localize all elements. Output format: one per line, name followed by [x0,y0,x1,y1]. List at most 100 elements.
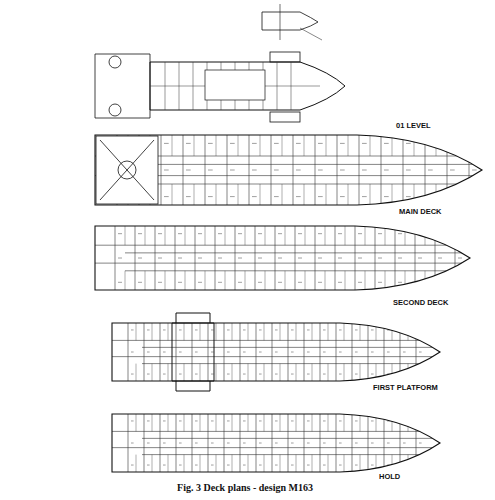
deck-plan [95,135,482,205]
fine-lettering-mark [147,352,150,353]
fine-lettering-mark [195,443,198,444]
fine-lettering-mark [358,233,362,234]
compartment-line [408,414,409,431]
fine-lettering-mark [163,374,166,375]
compartment-line [445,271,446,290]
compartment-line [232,455,233,472]
compartment-line [165,226,166,245]
bulkhead-line [192,323,193,381]
fine-lettering-mark [275,329,278,330]
compartment-line [125,271,126,290]
fine-lettering-mark [307,443,310,444]
fine-lettering-mark [163,352,166,353]
fine-lettering-mark [275,374,278,375]
compartment-line [285,226,286,245]
bulkhead-line [295,226,296,290]
fine-lettering-mark [243,374,246,375]
compartment-line [326,184,327,205]
compartment-line [205,271,206,290]
fine-lettering-mark [323,465,326,466]
bulkhead-line [272,414,273,472]
fine-lettering-mark [318,233,322,234]
compartment-line [282,135,283,156]
bulkhead-line [359,135,360,205]
compartment-line [136,323,137,340]
fine-lettering-mark [323,374,326,375]
compartment-line [424,455,425,472]
bulkhead-line [355,226,356,290]
bulkhead-line [175,226,176,290]
compartment-line [232,323,233,340]
bulkhead-line [335,226,336,290]
compartment-line [172,135,173,156]
fine-lettering-mark [323,420,326,421]
compartment-line [296,364,297,381]
fine-lettering-mark [318,143,323,144]
fine-lettering-mark [291,420,294,421]
fine-lettering-mark [403,420,406,421]
compartment-line [312,323,313,340]
compartment-line [232,364,233,381]
compartment-line [348,135,349,156]
fine-lettering-mark [218,233,222,234]
compartment-line [328,414,329,431]
fine-lettering-mark [227,329,230,330]
compartment-line [458,135,459,156]
compartment-line [296,323,297,340]
bulkhead-line [195,226,196,290]
compartment-line [168,323,169,340]
fine-lettering-mark [131,465,134,466]
fine-lettering-mark [371,420,374,421]
compartment-line [480,184,481,205]
fine-lettering-mark [252,170,257,171]
bulkhead-line [304,414,305,472]
compartment-line [304,184,305,205]
bulkhead-line [455,226,456,290]
fine-lettering-mark [419,352,422,353]
compartment-line [424,323,425,340]
bulkhead-line [315,135,316,205]
fine-lettering-mark [403,374,406,375]
compartment-line [200,455,201,472]
fine-lettering-mark [238,233,242,234]
compartment-line [304,135,305,156]
fine-lettering-mark [339,443,342,444]
compartment-line [260,135,261,156]
fine-lettering-mark [147,420,150,421]
compartment-line [360,455,361,472]
fine-lettering-mark [438,233,442,234]
compartment-line [465,271,466,290]
fine-lettering-mark [307,329,310,330]
fine-lettering-mark [355,329,358,330]
compartment-line [328,364,329,381]
fine-lettering-mark [384,143,389,144]
bulkhead-line [304,323,305,381]
passageway-line [112,340,440,341]
compartment-line [152,364,153,381]
fine-lettering-mark [318,258,322,259]
bulkhead-line [205,135,206,205]
fine-lettering-mark [211,329,214,330]
fine-lettering-mark [208,143,213,144]
fine-lettering-mark [131,443,134,444]
fine-lettering-mark [195,374,198,375]
compartment-line [280,364,281,381]
compartment-line [225,226,226,245]
fine-lettering-mark [398,258,402,259]
compartment-line [445,226,446,245]
fine-lettering-mark [307,420,310,421]
compartment-line [185,226,186,245]
compartment-line [392,455,393,472]
fine-lettering-mark [338,233,342,234]
fine-lettering-mark [131,420,134,421]
compartment-line [168,414,169,431]
fine-lettering-mark [384,170,389,171]
superstructure-plan [95,52,345,122]
compartment-line [248,364,249,381]
fine-lettering-mark [227,352,230,353]
fine-lettering-mark [243,443,246,444]
fine-lettering-mark [362,170,367,171]
compartment-line [152,414,153,431]
compartment-line [305,226,306,245]
fine-lettering-mark [243,465,246,466]
